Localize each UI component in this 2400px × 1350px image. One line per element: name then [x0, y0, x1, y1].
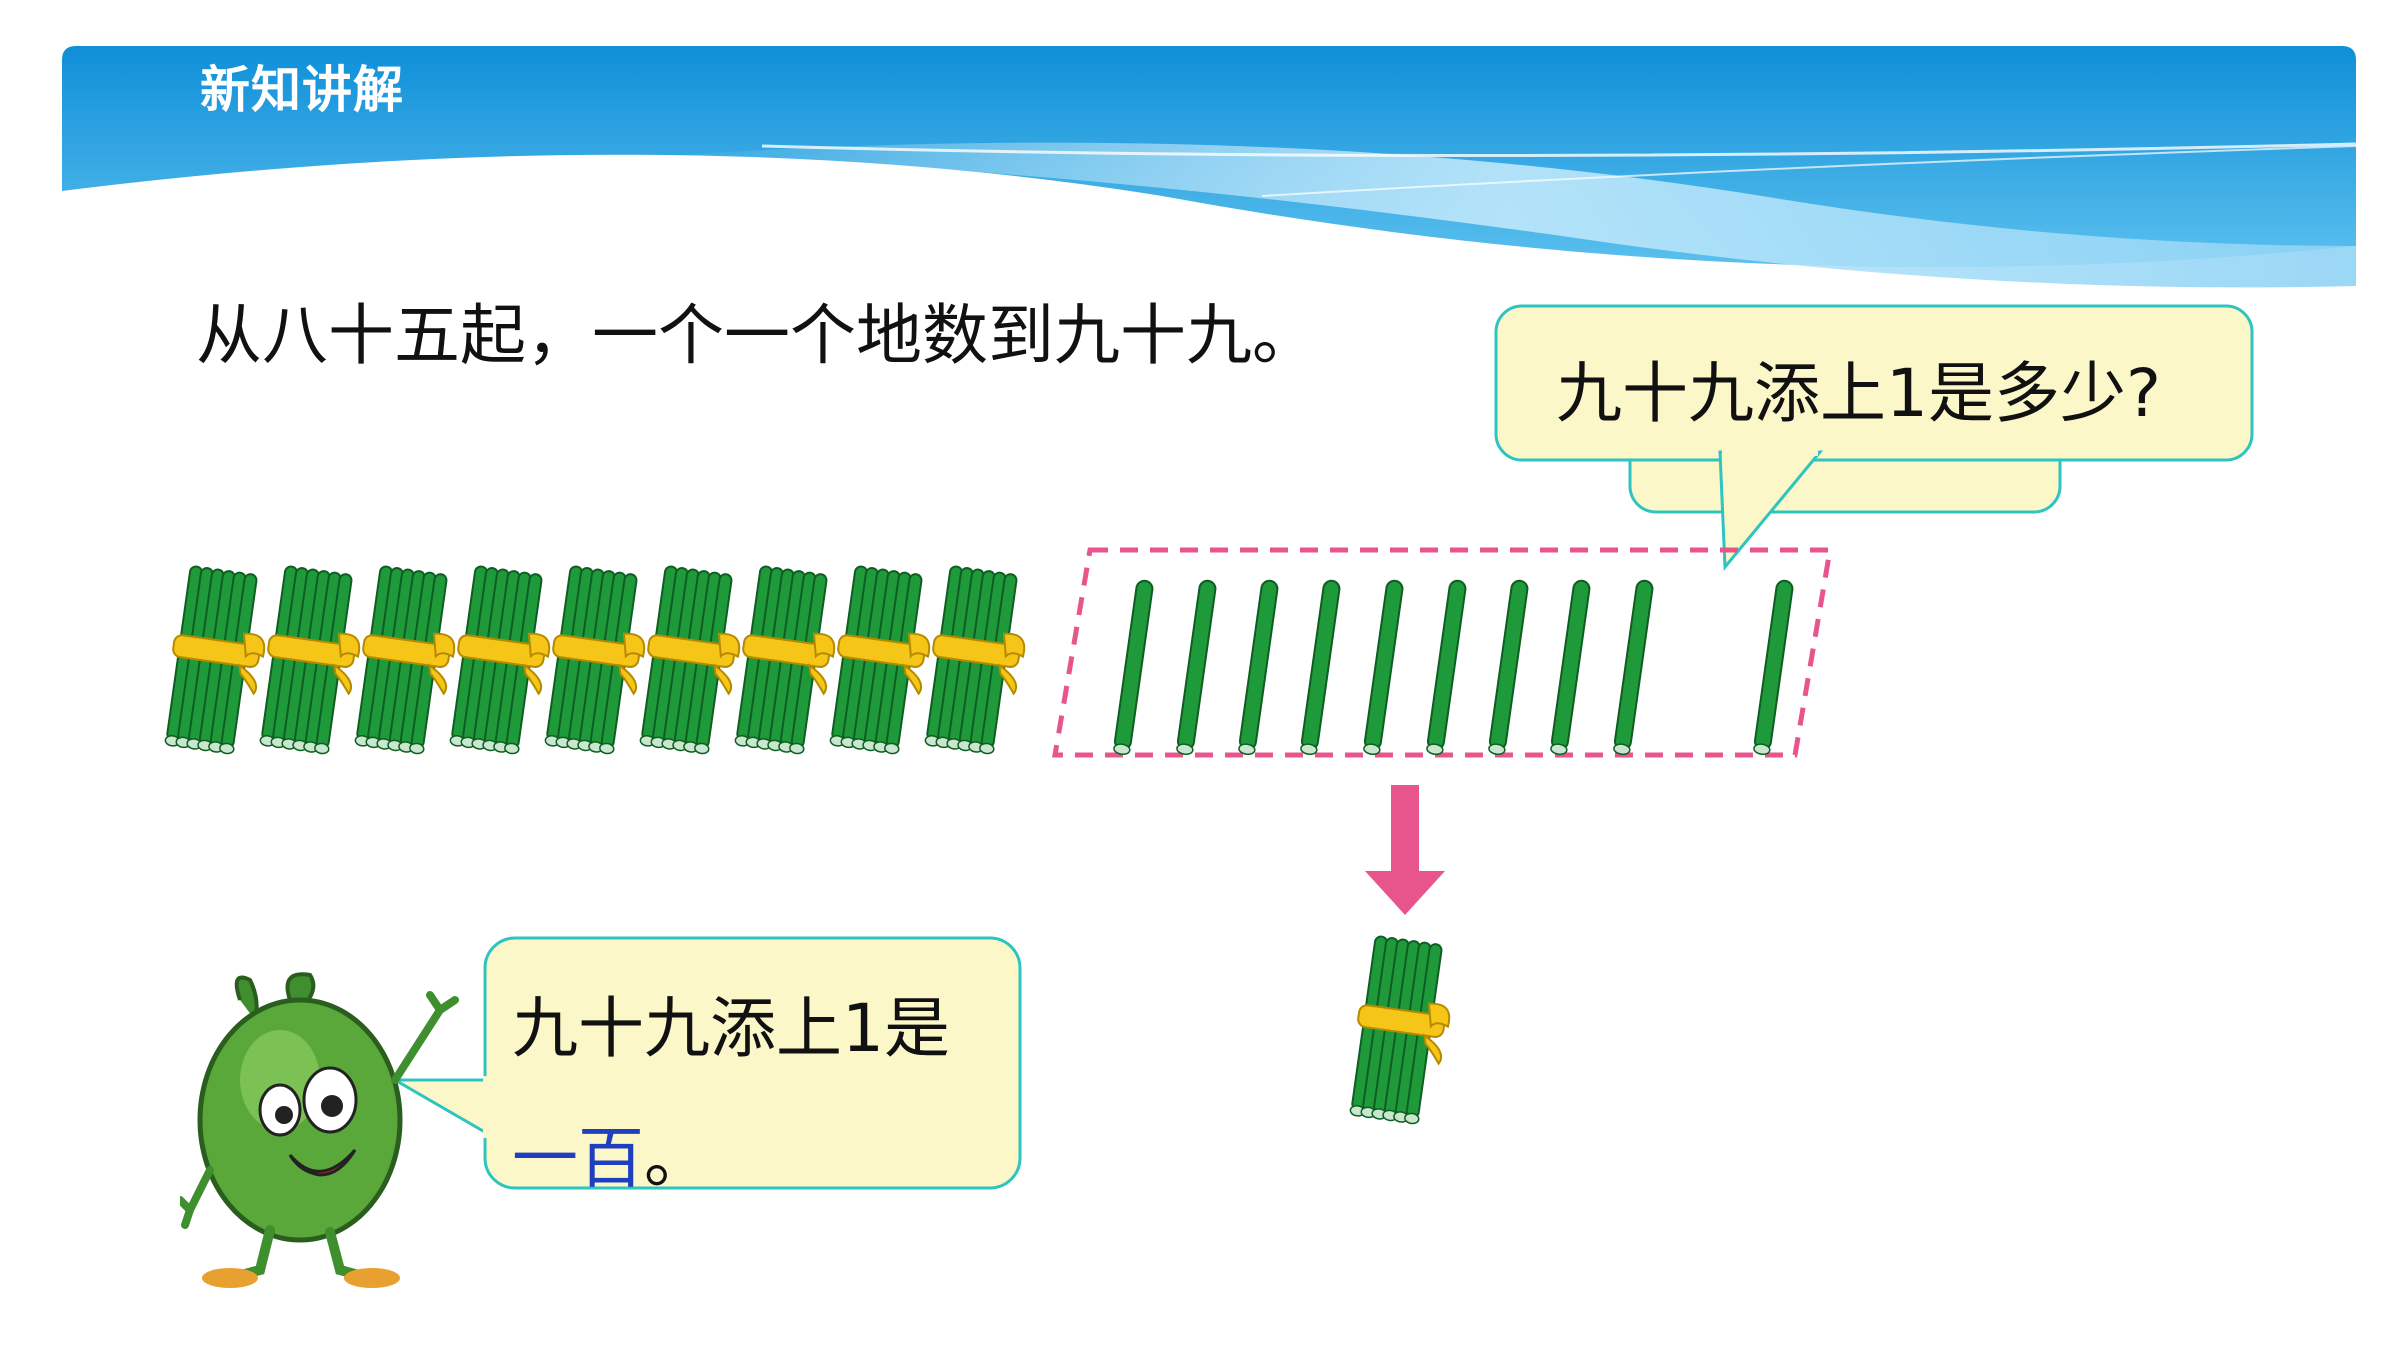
single-stick [1426, 579, 1467, 756]
single-stick [1550, 579, 1591, 756]
bundle-of-ten [259, 565, 361, 755]
instruction-text: 从八十五起，一个一个地数到九十九。 [196, 297, 1318, 374]
down-arrow-icon [1365, 785, 1445, 915]
single-stick [1753, 579, 1794, 756]
bundle-of-ten [449, 565, 551, 755]
single-stick [1238, 579, 1279, 756]
single-stick [1613, 579, 1654, 756]
single-stick [1113, 579, 1154, 756]
selection-box [1052, 547, 1833, 758]
answer-bubble [389, 936, 1022, 1190]
single-stick [1363, 579, 1404, 756]
result-bundle [1349, 935, 1451, 1125]
single-stick [1300, 579, 1341, 756]
bundle-of-ten [354, 565, 456, 755]
single-stick [1488, 579, 1529, 756]
page-title: 新知讲解 [200, 61, 404, 119]
answer-end: 。 [644, 1120, 710, 1197]
question-bubble [1494, 304, 2254, 571]
answer-line-1: 九十九添上1是 [512, 990, 950, 1067]
question-text: 九十九添上1是多少? [1556, 355, 2162, 432]
answer-line-2: 一百。 [512, 1105, 710, 1201]
bundle-of-ten [924, 565, 1026, 755]
answer-value: 一百 [512, 1120, 644, 1197]
header-banner [62, 46, 2356, 296]
bundle-of-ten [544, 565, 646, 755]
bundle-of-ten [639, 565, 741, 755]
bundle-of-ten [164, 565, 266, 755]
green-pepper-mascot-icon [180, 972, 459, 1288]
single-stick [1176, 579, 1217, 756]
bundle-of-ten [829, 565, 931, 755]
bundle-of-ten [734, 565, 836, 755]
